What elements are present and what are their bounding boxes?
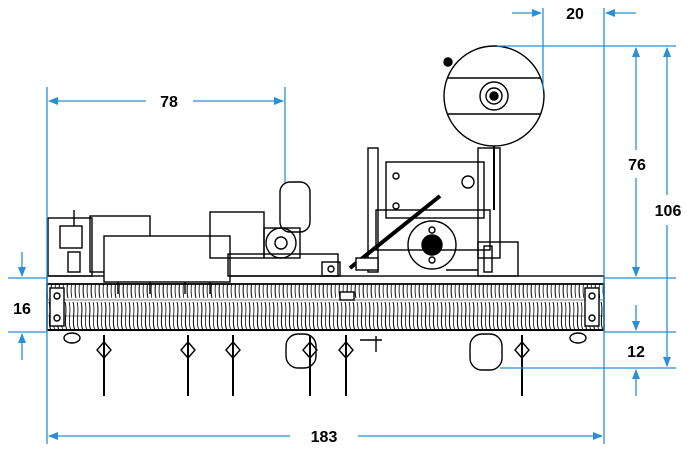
- conveyor-belt: [46, 275, 605, 344]
- dimension-label-20: 20: [566, 6, 584, 23]
- dimension-label-106: 106: [655, 203, 682, 220]
- dimension-label-16: 16: [13, 301, 31, 318]
- conveyor-legs: [96, 333, 530, 396]
- dimension-label-76: 76: [628, 157, 646, 174]
- dimension-label-183: 183: [311, 429, 338, 446]
- middle-unit: [209, 181, 341, 277]
- label-reel: [443, 45, 545, 147]
- left-unit: [47, 210, 231, 294]
- dimension-lines: [8, 8, 676, 444]
- dimension-label-78: 78: [160, 94, 178, 111]
- applicator-unit: [348, 118, 519, 277]
- dimension-label-12: 12: [627, 344, 645, 361]
- machine: [46, 45, 605, 396]
